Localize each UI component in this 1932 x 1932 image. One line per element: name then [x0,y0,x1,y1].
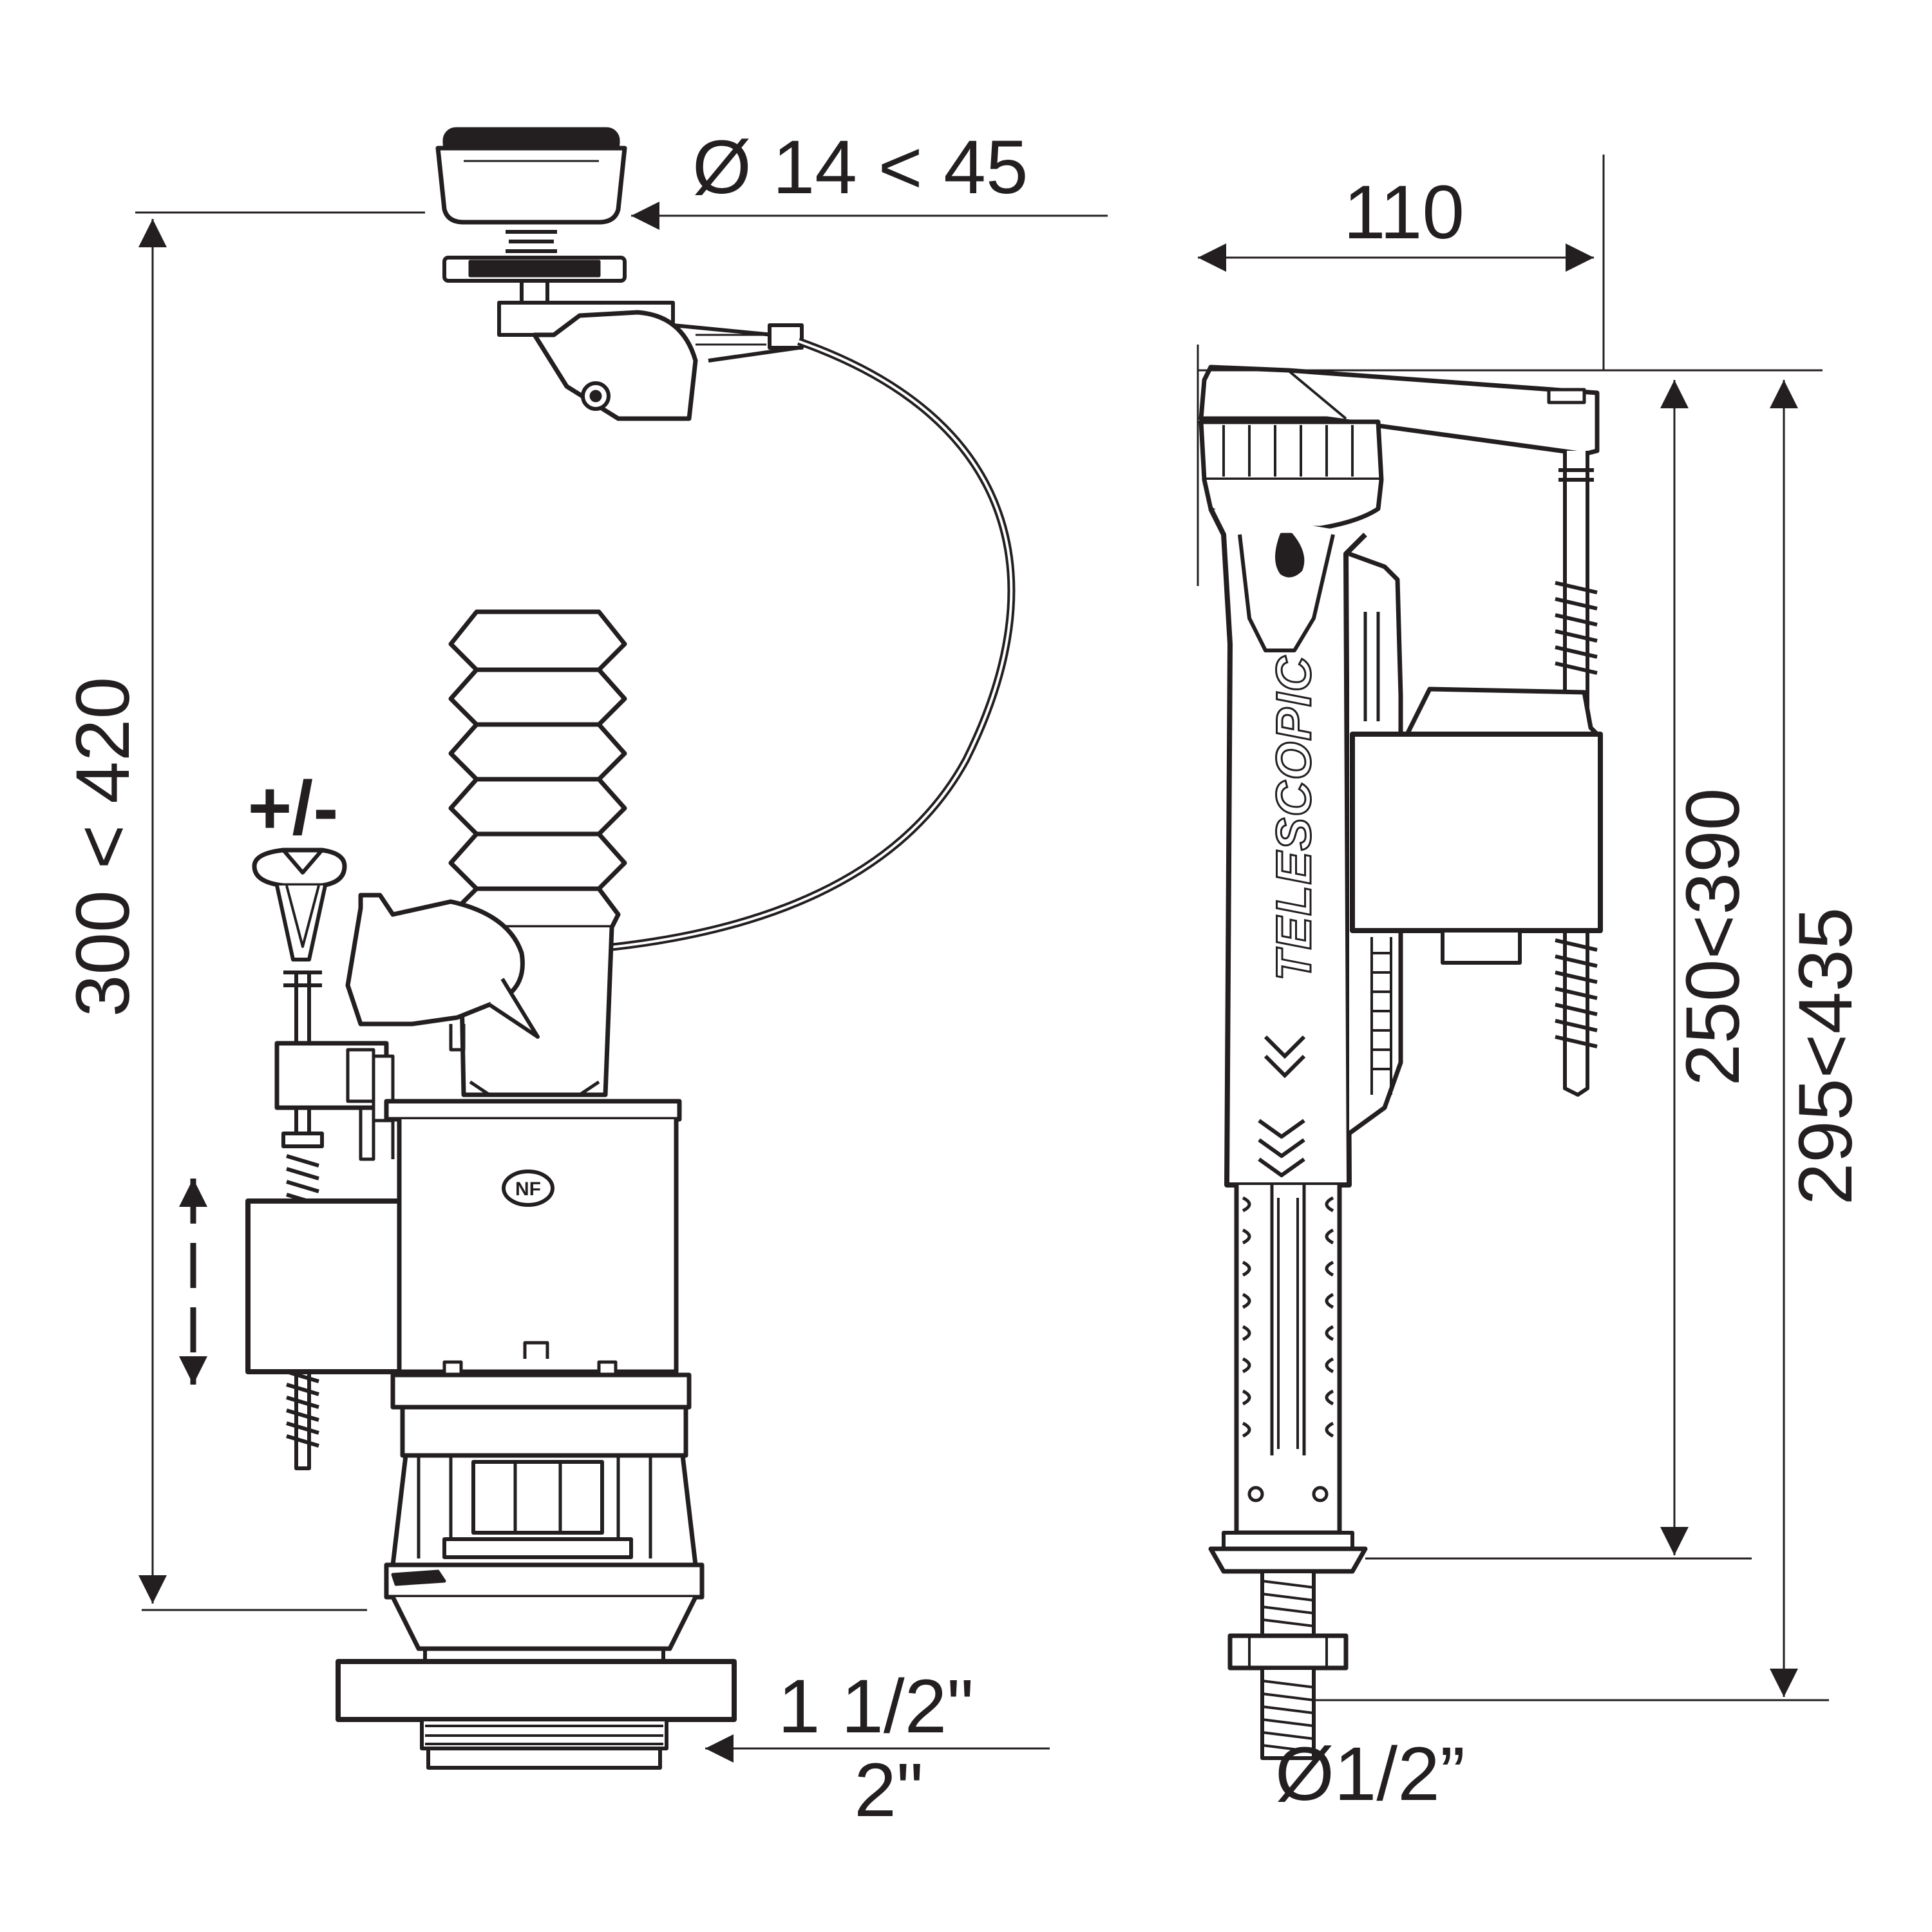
valve-cage [384,1372,705,1663]
arm-width-dimension [1197,155,1823,586]
fill-valve-drawing [1198,365,1603,1760]
float-arm [1198,365,1600,457]
flush-valve-height-label: 300 < 420 [61,677,146,1017]
telescopic-brand: TELESCOPIC [1264,654,1323,1079]
flush-valve-height-dimension [135,211,425,1611]
side-bracket [274,1041,395,1161]
overall-height-label: 295<435 [1783,907,1868,1206]
overflow-bellows [448,609,627,930]
inlet-diameter-label: Ø1/2” [1275,1732,1465,1817]
fill-float [1350,687,1603,965]
fill-height-label: 250<390 [1671,788,1756,1086]
overall-height-dimension [1314,380,1829,1701]
base-flange [336,1659,737,1770]
button-diameter-label: Ø 14 < 45 [692,125,1028,210]
valve-body: NF [384,1099,682,1377]
telescopic-stem [1234,1185,1342,1535]
cable-clip [345,893,540,1052]
outlet-size-bottom-label: 2" [854,1748,923,1833]
arm-width-label: 110 [1343,170,1464,255]
valve-body-upper [1208,507,1367,1188]
chevron-icon [1258,1119,1305,1177]
nf-logo: NF [515,1179,541,1200]
fill-height-dimension [1365,380,1752,1560]
inlet-shank [1208,1531,1368,1760]
flush-valve-drawing: NF [179,127,1016,1770]
outlet-size-top-label: 1 1/2" [778,1664,974,1749]
push-button [435,127,627,305]
adjustment-knob [252,848,347,1133]
telescopic-brand-text: TELESCOPIC [1267,655,1321,981]
float-adjuster-rod [281,1132,324,1470]
side-ratchet [1370,937,1392,1095]
adjust-label: +/- [248,766,339,851]
button-cam-mechanism [497,301,804,421]
